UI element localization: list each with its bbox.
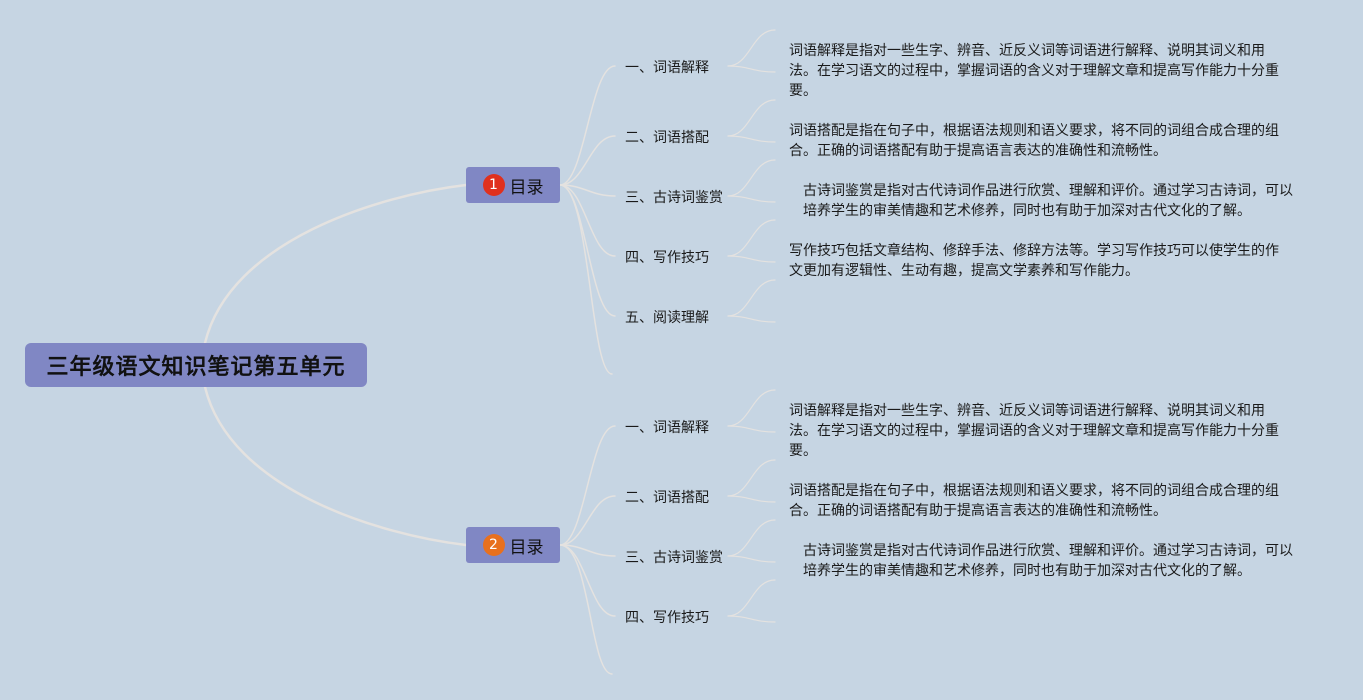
desc-1-1: 词语解释是指对一些生字、辨音、近反义词等词语进行解释、说明其词义和用法。在学习语…: [789, 43, 1279, 99]
topic-1-3-lower-branch: [727, 195, 776, 203]
topic-2-2-upper-branch: [727, 459, 776, 497]
section-label: 目录: [509, 177, 544, 198]
section-1-to-topic-3-line: [559, 184, 616, 197]
topic-2-4-upper-branch: [727, 579, 776, 617]
root-node[interactable]: 三年级语文知识笔记第五单元: [25, 343, 367, 387]
topic-1-4-upper-branch: [727, 219, 776, 257]
number-badge: 2: [482, 534, 505, 556]
topic-2-2[interactable]: 二、词语搭配: [625, 490, 709, 506]
desc-1-3: 古诗词鉴赏是指对古代诗词作品进行欣赏、理解和评价。通过学习古诗词，可以培养学生的…: [803, 183, 1293, 219]
topic-1-4[interactable]: 四、写作技巧: [625, 250, 709, 266]
topic-1-4-lower-branch: [727, 255, 776, 263]
topic-1-5-upper-branch: [727, 279, 776, 317]
topic-2-3-lower-branch: [727, 555, 776, 563]
root-title: 三年级语文知识笔记第五单元: [46, 355, 346, 380]
desc-1-2: 词语搭配是指在句子中，根据语法规则和语义要求，将不同的词组合成合理的组合。正确的…: [789, 123, 1279, 159]
section-1-to-topic-4-line: [559, 184, 616, 257]
number-badge: 1: [482, 174, 505, 196]
section-label: 目录: [509, 537, 544, 558]
topic-1-1[interactable]: 一、词语解释: [625, 60, 709, 76]
topic-2-1-upper-branch: [727, 389, 776, 427]
topic-1-5[interactable]: 五、阅读理解: [625, 310, 709, 326]
section-node-1[interactable]: 1 目录: [466, 167, 560, 203]
section-1-trailing-line: [559, 184, 613, 375]
topic-1-1-upper-branch: [727, 29, 776, 67]
topic-2-1[interactable]: 一、词语解释: [625, 420, 709, 436]
section-2-trailing-line: [559, 544, 613, 675]
section-1-to-topic-1-line: [559, 65, 616, 186]
topic-1-2-lower-branch: [727, 135, 776, 143]
topic-2-4[interactable]: 四、写作技巧: [625, 610, 709, 626]
topic-1-2[interactable]: 二、词语搭配: [625, 130, 709, 146]
topic-1-3[interactable]: 三、古诗词鉴赏: [625, 190, 723, 206]
root-to-section-2-line: [203, 385, 468, 547]
topic-2-1-lower-branch: [727, 425, 776, 433]
section-node-2[interactable]: 2 目录: [466, 527, 560, 563]
topic-1-3-upper-branch: [727, 159, 776, 197]
desc-2-1: 词语解释是指对一些生字、辨音、近反义词等词语进行解释、说明其词义和用法。在学习语…: [789, 403, 1279, 459]
section-2-to-topic-1-line: [559, 425, 616, 546]
topic-1-2-upper-branch: [727, 99, 776, 137]
section-2-to-topic-3-line: [559, 544, 616, 557]
topic-2-3[interactable]: 三、古诗词鉴赏: [625, 550, 723, 566]
topic-2-3-upper-branch: [727, 519, 776, 557]
root-to-section-1-line: [203, 183, 468, 345]
desc-2-2: 词语搭配是指在句子中，根据语法规则和语义要求，将不同的词组合成合理的组合。正确的…: [789, 483, 1279, 519]
section-1-to-topic-2-line: [559, 135, 616, 186]
topic-1-5-lower-branch: [727, 315, 776, 323]
topic-2-2-lower-branch: [727, 495, 776, 503]
section-1-to-topic-5-line: [559, 184, 616, 317]
desc-1-4: 写作技巧包括文章结构、修辞手法、修辞方法等。学习写作技巧可以使学生的作文更加有逻…: [789, 243, 1279, 279]
topic-1-1-lower-branch: [727, 65, 776, 73]
topic-2-4-lower-branch: [727, 615, 776, 623]
section-2-to-topic-2-line: [559, 495, 616, 546]
desc-2-3: 古诗词鉴赏是指对古代诗词作品进行欣赏、理解和评价。通过学习古诗词，可以培养学生的…: [803, 543, 1293, 579]
